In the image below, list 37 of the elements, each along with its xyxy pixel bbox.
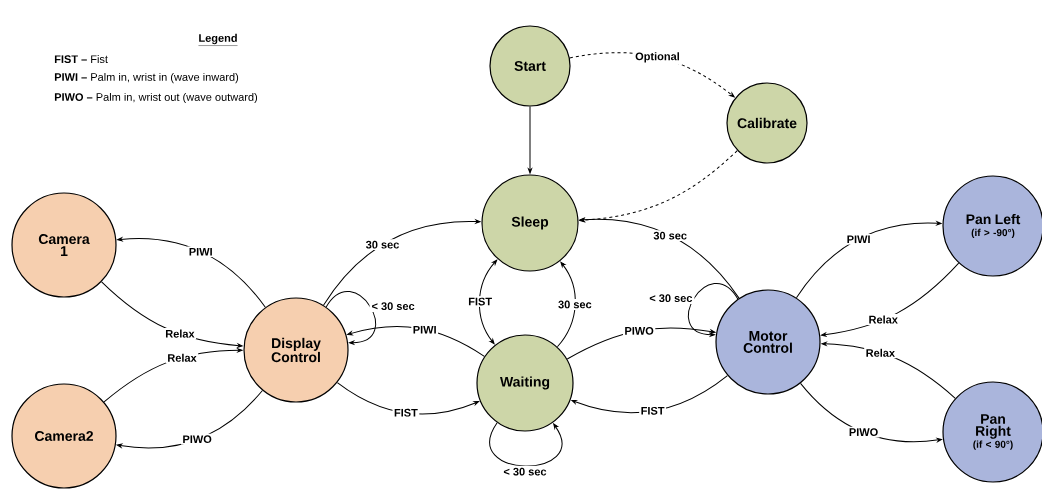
edge-label: Relax [864, 347, 897, 359]
legend-title: Legend [198, 33, 238, 46]
legend-entry: PIWO – Palm in, wrist out (wave outward) [54, 92, 258, 104]
edge-label: Relax [165, 352, 199, 364]
legend-entry: FIST – Fist [54, 54, 108, 64]
arrow [579, 217, 740, 299]
edge-label: < 30 sec [369, 300, 417, 313]
edge-label: 30 sec [651, 230, 689, 241]
edge-label: 30 sec [364, 239, 401, 251]
edge-label: FIST [392, 407, 420, 419]
edge-label: PIWO [847, 426, 880, 438]
edge-label: 30 sec [556, 299, 594, 310]
arrow [579, 150, 738, 223]
arrow [489, 422, 562, 467]
arrow [795, 221, 942, 299]
edge-label: < 30 sec [647, 292, 695, 305]
edge-label: PIWO [622, 325, 656, 337]
arrow [821, 262, 960, 337]
edge-label: Relax [867, 313, 900, 325]
edge-label: PIWI [411, 324, 439, 335]
edge-label: PIWI [845, 234, 872, 245]
edge-label: Relax [163, 328, 197, 340]
edge-label: FIST [466, 296, 494, 307]
arrow [571, 375, 728, 414]
arrow [688, 283, 739, 337]
edge-label: < 30 sec [501, 465, 549, 478]
arrow [528, 106, 532, 174]
arrow [325, 291, 376, 345]
edge-label: PIWI [187, 246, 215, 258]
legend-entry: PIWI – Palm in, wrist in (wave inward) [54, 72, 239, 84]
edge-label: FIST [639, 405, 666, 417]
arrow [117, 237, 266, 308]
edge-label: PIWO [180, 433, 214, 445]
arrow [323, 219, 481, 306]
arrow [478, 259, 498, 345]
edge-label: Optional [633, 50, 682, 64]
arrow [556, 261, 576, 348]
